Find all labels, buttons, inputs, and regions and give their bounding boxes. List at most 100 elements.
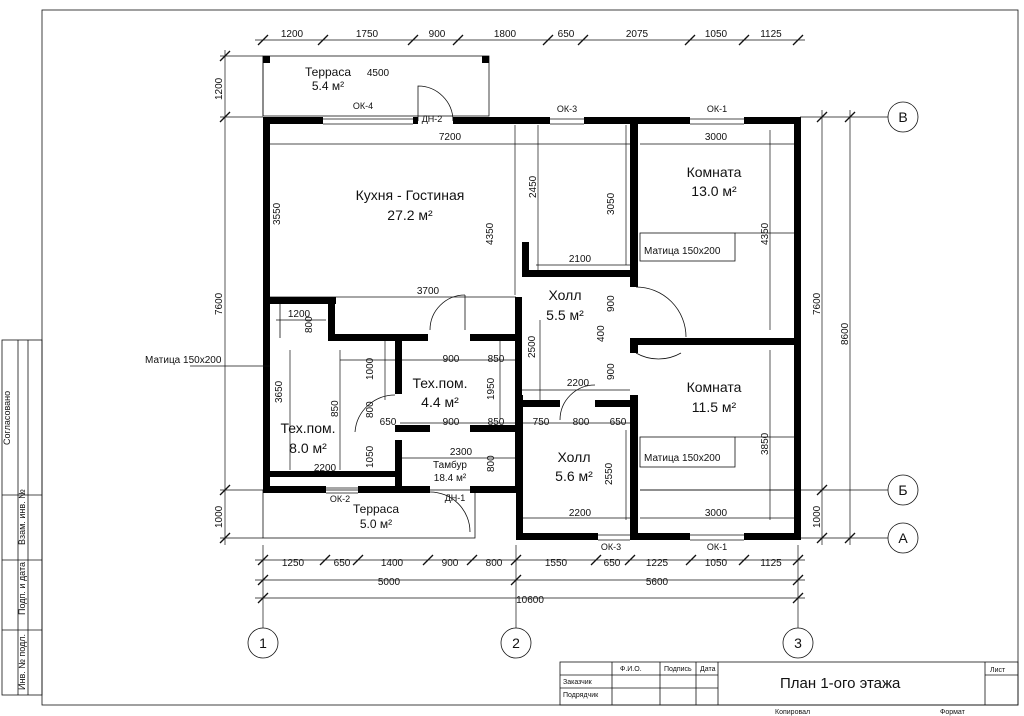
stamp-signature: Подпись [664, 666, 692, 673]
window-label: ОК-1 [707, 104, 727, 114]
axis-label-2: 2 [512, 635, 520, 651]
bed-label: Матица 150х200 [145, 355, 222, 366]
dim-text: 1050 [705, 29, 728, 40]
dim-text: 5000 [378, 577, 401, 588]
dim-text: 800 [304, 316, 315, 333]
side-stamp-replace: Взам. инв. № [17, 489, 27, 545]
side-stamp-sign: Подп. и дата [17, 562, 27, 615]
dim-text: 650 [558, 29, 575, 40]
dimension-texts: 1200 1750 900 1800 650 2075 1050 1125 12… [214, 29, 851, 606]
dim-text: 850 [488, 354, 505, 365]
dim-text: 7200 [439, 132, 462, 143]
dim-text: 900 [443, 354, 460, 365]
bed-label: Матица 150х200 [644, 453, 721, 464]
dim-text: 2200 [567, 378, 590, 389]
sheet-title: План 1-ого этажа [780, 675, 901, 692]
dim-text: 3850 [760, 432, 771, 455]
room-area-kitchen: 27.2 м² [387, 207, 433, 223]
room-name-hall2: Холл [558, 449, 591, 465]
dim-text: 2100 [569, 254, 592, 265]
room-area-room2: 11.5 м² [692, 399, 737, 415]
opening-labels: ОК-4 ОК-3 ОК-1 ОК-2 ОК-3 ОК-1 ДН-2 ДН-1 [330, 101, 727, 552]
dim-text: 3650 [274, 380, 285, 403]
side-stamp: Согласовано Взам. инв. № Подп. и дата Ин… [1, 339, 43, 696]
room-area-tech2: 8.0 м² [289, 440, 327, 456]
dim-text: 1125 [760, 29, 782, 40]
dim-text: 1000 [812, 505, 823, 528]
format-label: Формат [940, 709, 966, 716]
dim-text: 2200 [569, 508, 592, 519]
furniture-labels: Матица 150х200 Матица 150х200 Матица 150… [145, 246, 721, 464]
dim-text: 4350 [485, 222, 496, 245]
dim-text: 2200 [314, 463, 337, 474]
dim-text: 2300 [450, 447, 473, 458]
side-stamp-inv: Инв. № подл. [17, 634, 27, 690]
dim-text: 900 [606, 363, 617, 380]
stamp-fio: Ф.И.О. [620, 666, 642, 673]
dim-text: 800 [486, 455, 497, 472]
room-area-vestibule: 18.4 м² [434, 473, 467, 484]
room-name-kitchen: Кухня - Гостиная [356, 187, 465, 203]
room-name-room1: Комната [687, 164, 742, 180]
axis-label-a: А [898, 530, 908, 546]
dim-text: 7600 [812, 292, 823, 315]
room-area-hall1: 5.5 м² [546, 307, 584, 323]
room-area-tech1: 4.4 м² [421, 394, 459, 410]
window-label: ОК-3 [601, 542, 621, 552]
room-area-terrace2: 5.0 м² [360, 517, 392, 531]
dim-text: 5600 [646, 577, 669, 588]
dim-text: 1800 [494, 29, 517, 40]
dim-text: 1200 [281, 29, 304, 40]
window-label: ОК-1 [707, 542, 727, 552]
dim-text: 800 [365, 401, 376, 418]
room-name-tech1: Тех.пом. [412, 375, 467, 391]
dim-text: 3550 [272, 202, 283, 225]
walls [263, 56, 801, 540]
dim-text: 750 [533, 417, 550, 428]
room-name-room2: Комната [687, 379, 742, 395]
dim-text: 900 [442, 558, 459, 569]
dim-text: 8600 [840, 322, 851, 345]
dim-text: 4350 [760, 222, 771, 245]
dim-text: 1225 [646, 558, 669, 569]
dim-text: 1200 [214, 77, 225, 100]
dim-text: 1050 [705, 558, 728, 569]
room-name-hall1: Холл [549, 287, 582, 303]
copied-label: Копировал [775, 709, 810, 716]
dim-text: 1950 [486, 377, 497, 400]
axis-label-v: В [898, 109, 907, 125]
dim-text: 900 [429, 29, 446, 40]
bed-label: Матица 150х200 [644, 246, 721, 257]
room-area-room1: 13.0 м² [691, 183, 737, 199]
dim-text: 2500 [527, 335, 538, 358]
room-name-terrace2: Терраса [353, 502, 399, 516]
dim-text: 900 [606, 295, 617, 312]
dim-text: 7600 [214, 292, 225, 315]
dim-text: 900 [443, 417, 460, 428]
dim-text: 1400 [381, 558, 404, 569]
axis-markers: В Б А 1 2 3 [247, 101, 919, 659]
dim-text: 850 [488, 417, 505, 428]
dim-text: 650 [604, 558, 621, 569]
dim-text: 3000 [705, 132, 728, 143]
room-name-vestibule: Тамбур [433, 459, 467, 471]
axis-label-3: 3 [794, 635, 802, 651]
axis-label-1: 1 [259, 635, 267, 651]
dim-text: 3700 [417, 286, 440, 297]
dim-text: 10600 [516, 595, 544, 606]
title-block: Ф.И.О. Подпись Дата Заказчик Подрядчик П… [559, 661, 1019, 716]
dim-text: 1000 [214, 505, 225, 528]
dim-text: 1200 [288, 309, 311, 320]
thin-lines [220, 39, 888, 628]
dim-text: 4500 [367, 68, 390, 79]
room-area-hall2: 5.6 м² [555, 468, 593, 484]
dim-text: 3050 [606, 192, 617, 215]
stamp-customer: Заказчик [563, 679, 593, 686]
axis-label-b: Б [898, 482, 907, 498]
dim-text: 850 [330, 400, 341, 417]
dim-text: 400 [596, 325, 607, 342]
side-stamp-agreed: Согласовано [2, 391, 12, 445]
dim-text: 3000 [705, 508, 728, 519]
room-name-tech2: Тех.пом. [280, 420, 335, 436]
